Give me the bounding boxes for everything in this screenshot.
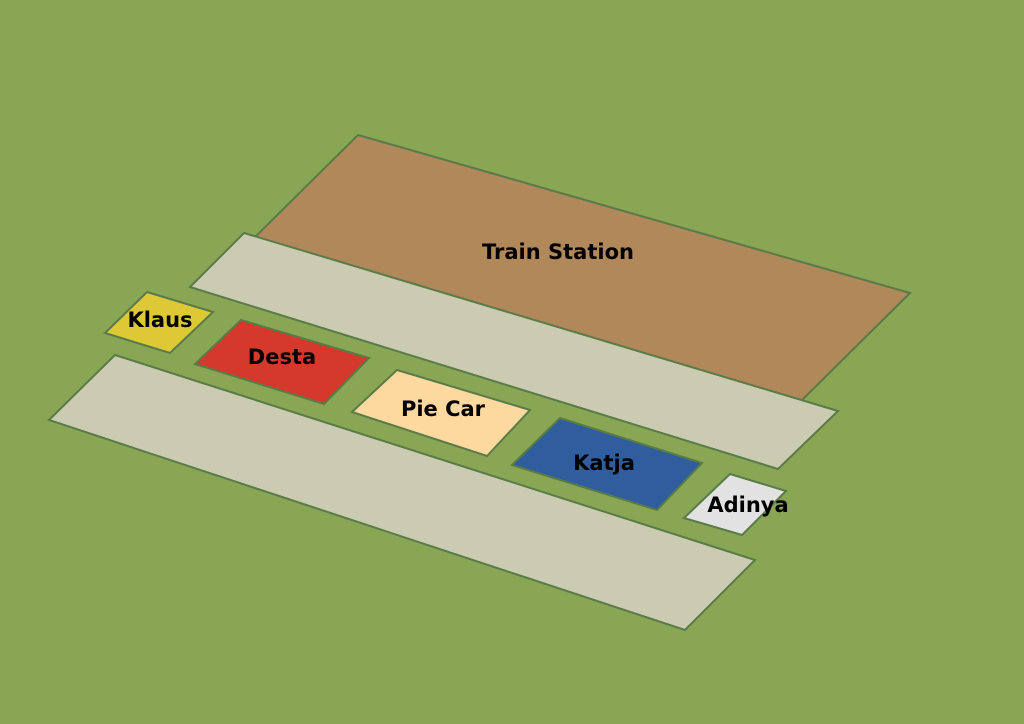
pie-car-label: Pie Car (401, 397, 486, 421)
desta-area (193, 318, 371, 406)
adinya-area (682, 472, 788, 537)
lower-road (47, 353, 757, 632)
desta-label: Desta (248, 345, 316, 369)
katja-label: Katja (573, 451, 635, 475)
train-station-label: Train Station (482, 240, 634, 264)
pie-car-area (350, 368, 532, 458)
klaus-area (103, 290, 215, 355)
adinya-label: Adinya (707, 493, 788, 517)
katja-area (510, 416, 704, 512)
upper-road (188, 231, 840, 471)
klaus-label: Klaus (127, 308, 192, 332)
